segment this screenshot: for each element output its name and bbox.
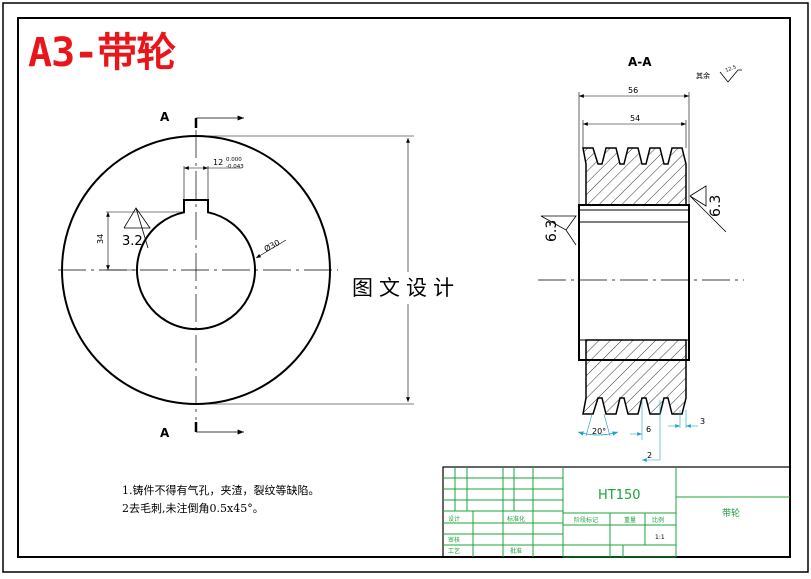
tb-stage-label: 阶段标记 <box>574 516 598 524</box>
hub-body <box>578 204 690 361</box>
section-label-top: A <box>160 110 170 124</box>
title-block <box>442 466 791 558</box>
hub-height-dim: 34 <box>96 234 105 244</box>
bore-diameter-dim: Ø30 <box>262 237 281 254</box>
technical-notes: 1.铸件不得有气孔，夹渣，裂纹等缺陷。 2去毛刺,未注倒角0.5x45°。 <box>122 482 320 518</box>
roughness-rest-symbol <box>719 69 742 83</box>
tb-designer: 设计 <box>448 515 460 523</box>
watermark: 图文设计 <box>332 272 480 304</box>
drawing-title: A3-带轮 <box>28 30 176 76</box>
groove-angle-dim: 20° <box>592 427 606 436</box>
roughness-rest-value: 12.5 <box>725 64 738 73</box>
keyway-tol-upper: 0.000 <box>226 157 242 163</box>
roughness-symbol-left <box>540 215 577 231</box>
tb-process: 工艺 <box>448 547 460 555</box>
roughness-face-left: 6.3 <box>544 220 560 242</box>
tb-approve: 批准 <box>510 547 522 555</box>
roughness-leader-left <box>565 229 577 246</box>
part-name-label: 带轮 <box>722 507 740 519</box>
tb-standard: 标准化 <box>507 515 525 523</box>
tb-weight-label: 重量 <box>624 516 636 524</box>
groove-angle-arc <box>577 431 619 436</box>
rim-top-section <box>582 147 687 206</box>
keyway-tol-lower: -0.043 <box>226 164 244 170</box>
material-label: HT150 <box>598 488 641 503</box>
section-label-bottom: A <box>160 426 170 440</box>
step-dim: 2 <box>647 451 652 460</box>
inner-border <box>17 17 791 558</box>
pitch-dim: 6 <box>646 425 651 434</box>
section-view: A-A 其余 12.5 56 54 6.3 6.3 <box>538 55 744 462</box>
tb-reviewer: 审核 <box>448 536 460 544</box>
roughness-symbol-bore <box>123 207 151 249</box>
bore-dim-leader <box>255 239 287 259</box>
section-view-title: A-A <box>628 55 652 69</box>
tb-scale-value: 1:1 <box>655 534 665 541</box>
roughness-bore-value: 3.2 <box>122 234 143 249</box>
note-1: 1.铸件不得有气孔，夹渣，裂纹等缺陷。 <box>122 484 320 497</box>
gap-dim: 3 <box>700 417 705 426</box>
keyway-width-dim: 12 <box>213 158 223 167</box>
front-view: 12 0.000 -0.043 34 3.2 Ø30 A A <box>58 110 414 440</box>
tb-scale-label: 比例 <box>652 516 664 524</box>
roughness-face-right: 6.3 <box>708 195 724 217</box>
overall-width-dim: 56 <box>628 86 638 95</box>
rim-bottom-section <box>582 339 687 415</box>
title-block-text: 设计 标准化 审核 工艺 批准 阶段标记 重量 比例 1:1 <box>448 515 665 555</box>
roughness-symbol-right <box>689 185 727 233</box>
bore-with-keyway <box>136 199 256 330</box>
groove-width-dim: 54 <box>630 114 640 123</box>
note-2: 2去毛刺,未注倒角0.5x45°。 <box>122 502 264 515</box>
roughness-rest-label: 其余 <box>696 71 710 80</box>
